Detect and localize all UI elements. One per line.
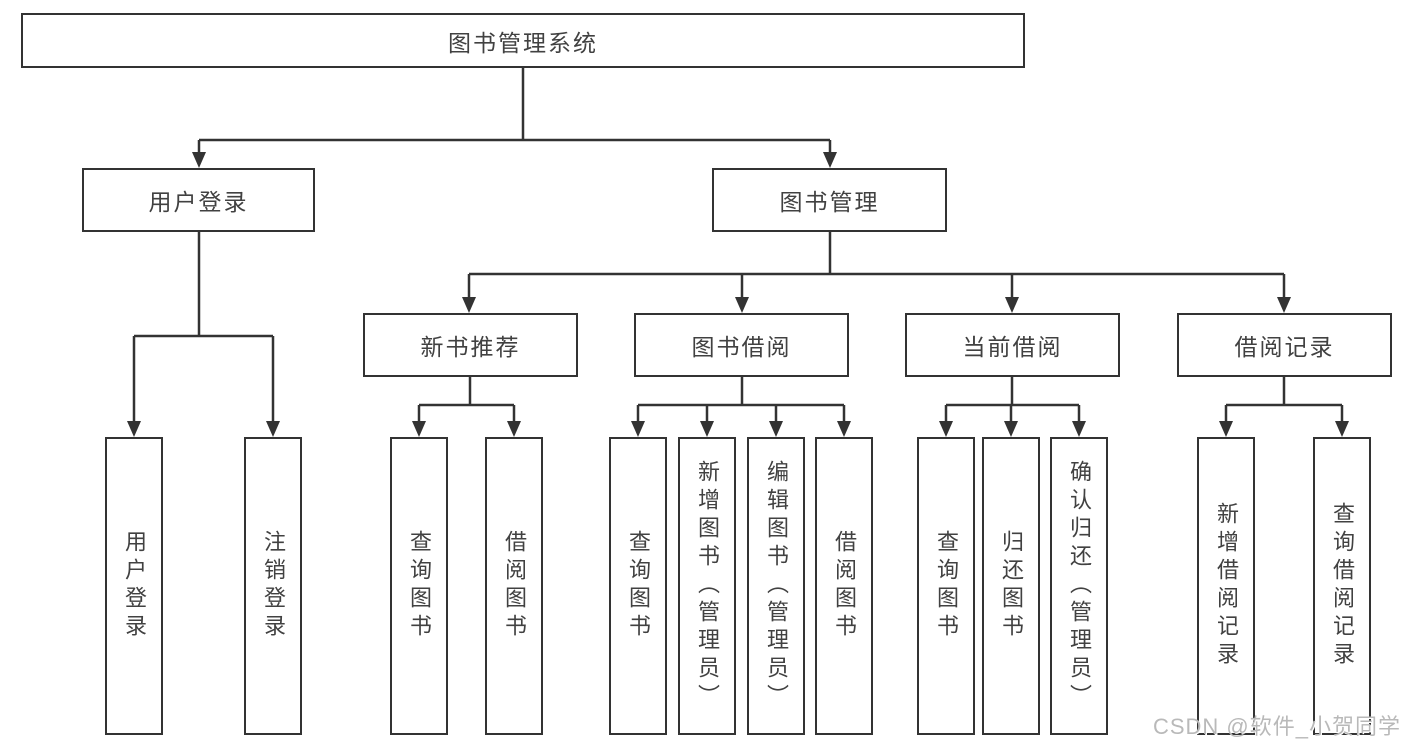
node-library-management-system: 图书管理系统 bbox=[21, 13, 1025, 68]
node-label: 用户登录 bbox=[148, 189, 249, 215]
node-label: 查询图书 bbox=[626, 530, 651, 642]
node-label: 当前借阅 bbox=[962, 334, 1063, 360]
node-label: 归还图书 bbox=[999, 530, 1024, 642]
node-label: 图书管理 bbox=[779, 189, 880, 215]
node-label: 新书推荐 bbox=[420, 334, 521, 360]
node-book-management: 图书管理 bbox=[712, 168, 947, 232]
node-label: 新增借阅记录 bbox=[1214, 502, 1239, 670]
node-label: 借阅图书 bbox=[832, 530, 857, 642]
node-book-borrow: 图书借阅 bbox=[634, 313, 849, 377]
csdn-watermark: CSDN @软件_小贺同学 bbox=[1152, 714, 1401, 739]
leaf-user-login: 用户登录 bbox=[105, 437, 163, 735]
leaf-bb-add-book-admin: 新增图书（管理员） bbox=[678, 437, 736, 735]
node-new-book-recommend: 新书推荐 bbox=[363, 313, 578, 377]
leaf-bb-borrow-books: 借阅图书 bbox=[815, 437, 873, 735]
leaf-logout: 注销登录 bbox=[244, 437, 302, 735]
node-label: 用户登录 bbox=[122, 530, 147, 642]
leaf-br-add-record: 新增借阅记录 bbox=[1197, 437, 1255, 735]
leaf-cb-query-books: 查询图书 bbox=[917, 437, 975, 735]
leaf-nbr-borrow-books: 借阅图书 bbox=[485, 437, 543, 735]
node-label: 编辑图书（管理员） bbox=[764, 460, 789, 712]
node-label: 注销登录 bbox=[261, 530, 286, 642]
node-label: 查询借阅记录 bbox=[1330, 502, 1355, 670]
leaf-cb-confirm-return-admin: 确认归还（管理员） bbox=[1050, 437, 1108, 735]
leaf-br-query-record: 查询借阅记录 bbox=[1313, 437, 1371, 735]
node-label: 借阅图书 bbox=[502, 530, 527, 642]
node-label: 查询图书 bbox=[407, 530, 432, 642]
node-user-login: 用户登录 bbox=[82, 168, 315, 232]
node-label: 确认归还（管理员） bbox=[1067, 460, 1092, 712]
leaf-bb-query-books: 查询图书 bbox=[609, 437, 667, 735]
leaf-bb-edit-book-admin: 编辑图书（管理员） bbox=[747, 437, 805, 735]
leaf-cb-return-books: 归还图书 bbox=[982, 437, 1040, 735]
node-label: 图书借阅 bbox=[691, 334, 792, 360]
node-label: 借阅记录 bbox=[1234, 334, 1335, 360]
node-label: 图书管理系统 bbox=[448, 29, 598, 56]
node-label: 新增图书（管理员） bbox=[695, 460, 720, 712]
node-current-borrow: 当前借阅 bbox=[905, 313, 1120, 377]
node-borrow-records: 借阅记录 bbox=[1177, 313, 1392, 377]
leaf-nbr-query-books: 查询图书 bbox=[390, 437, 448, 735]
node-label: 查询图书 bbox=[934, 530, 959, 642]
